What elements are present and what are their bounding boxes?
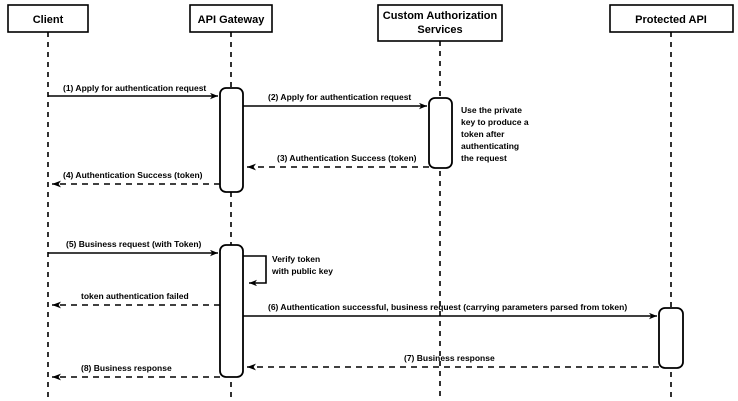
- note-private-key-line-5: the request: [461, 153, 507, 163]
- message-arrow-self-verify-token[interactable]: [243, 255, 267, 287]
- message-label-8: (8) Business response: [81, 363, 172, 373]
- note-private-key-line-1: Use the private: [461, 105, 522, 115]
- message-label-5: (5) Business request (with Token): [66, 239, 202, 249]
- participant-box-custom-auth[interactable]: [377, 4, 503, 42]
- participant-box-api-gateway[interactable]: [189, 4, 273, 33]
- message-label-token-auth-failed: token authentication failed: [81, 291, 189, 301]
- activation-bar-api-gateway-auth: [219, 87, 244, 193]
- activation-bar-custom-auth: [428, 97, 453, 169]
- participant-box-client[interactable]: [7, 4, 89, 33]
- participant-label-api-gateway: API Gateway: [198, 14, 266, 26]
- note-private-key-line-3: token after: [461, 129, 505, 139]
- participant-label-custom-auth-line1: Custom Authorization: [383, 10, 498, 22]
- note-private-key-line-4: authenticating: [461, 141, 519, 151]
- message-label-6: (6) Authentication successful, business …: [268, 302, 627, 312]
- message-label-self-verify-token-line1: Verify token: [272, 254, 320, 264]
- activation-bar-api-gateway-business: [219, 244, 244, 378]
- participant-box-protected-api[interactable]: [609, 4, 734, 33]
- message-label-self-verify-token-line2: with public key: [271, 266, 333, 276]
- message-label-1: (1) Apply for authentication request: [63, 83, 206, 93]
- participant-label-protected-api: Protected API: [635, 14, 707, 26]
- message-label-3: (3) Authentication Success (token): [277, 153, 417, 163]
- activation-bar-protected-api: [658, 307, 684, 369]
- participant-label-client: Client: [33, 14, 64, 26]
- message-label-4: (4) Authentication Success (token): [63, 170, 203, 180]
- note-private-key-line-2: key to produce a: [461, 117, 529, 127]
- message-label-7: (7) Business response: [404, 353, 495, 363]
- message-label-2: (2) Apply for authentication request: [268, 92, 411, 102]
- participant-label-custom-auth-line2: Services: [417, 24, 462, 36]
